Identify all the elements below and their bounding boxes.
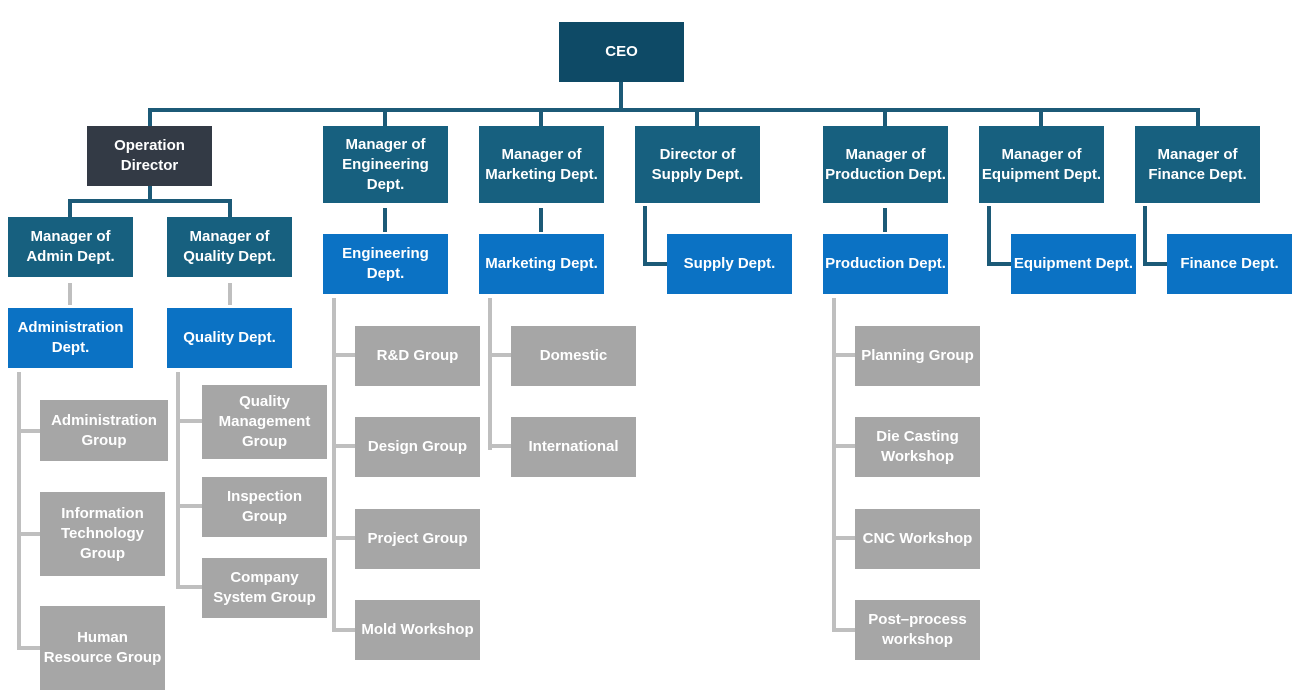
production-group-node[interactable]: Die Casting Workshop: [855, 417, 980, 477]
connector-line: [987, 206, 991, 266]
supply-dept-node[interactable]: Supply Dept.: [667, 234, 792, 294]
admin-group-node[interactable]: Administration Group: [40, 400, 168, 461]
production-group-node[interactable]: CNC Workshop: [855, 509, 980, 569]
finance-manager-node[interactable]: Manager of Finance Dept.: [1135, 126, 1260, 203]
connector-line: [332, 353, 355, 357]
connector-line: [832, 536, 855, 540]
connector-line: [332, 628, 355, 632]
connector-line: [176, 585, 202, 589]
connector-line: [228, 283, 232, 305]
connector-line: [488, 444, 511, 448]
connector-line: [383, 108, 387, 126]
connector-line: [17, 646, 40, 650]
admin-dept-node[interactable]: Administration Dept.: [8, 308, 133, 368]
engineering-manager-node[interactable]: Manager of Engineering Dept.: [323, 126, 448, 203]
supply-director-node[interactable]: Director of Supply Dept.: [635, 126, 760, 203]
connector-line: [17, 532, 40, 536]
connector-line: [883, 208, 887, 232]
engineering-group-node[interactable]: Project Group: [355, 509, 480, 569]
connector-line: [488, 353, 511, 357]
connector-line: [539, 208, 543, 232]
quality-manager-node[interactable]: Manager of Quality Dept.: [167, 217, 292, 277]
connector-line: [68, 199, 72, 217]
marketing-dept-node[interactable]: Marketing Dept.: [479, 234, 604, 294]
equipment-manager-node[interactable]: Manager of Equipment Dept.: [979, 126, 1104, 203]
production-manager-node[interactable]: Manager of Production Dept.: [823, 126, 948, 203]
connector-line: [383, 208, 387, 232]
connector-line: [488, 298, 492, 450]
operation-director-node[interactable]: Operation Director: [87, 126, 212, 186]
marketing-manager-node[interactable]: Manager of Marketing Dept.: [479, 126, 604, 203]
connector-line: [228, 199, 232, 217]
admin-group-node[interactable]: Information Technology Group: [40, 492, 165, 576]
connector-line: [883, 108, 887, 126]
production-group-node[interactable]: Post–process workshop: [855, 600, 980, 660]
engineering-group-node[interactable]: Design Group: [355, 417, 480, 477]
connector-line: [332, 536, 355, 540]
connector-line: [987, 262, 1011, 266]
connector-line: [695, 108, 699, 126]
marketing-group-node[interactable]: Domestic: [511, 326, 636, 386]
connector-line: [539, 108, 543, 126]
connector-line: [176, 504, 202, 508]
connector-line: [148, 108, 1200, 112]
admin-manager-node[interactable]: Manager of Admin Dept.: [8, 217, 133, 277]
connector-line: [17, 429, 40, 433]
engineering-group-node[interactable]: Mold Workshop: [355, 600, 480, 660]
ceo-node[interactable]: CEO: [559, 22, 684, 82]
connector-line: [619, 82, 623, 110]
connector-line: [832, 444, 855, 448]
connector-line: [1039, 108, 1043, 126]
connector-line: [176, 372, 180, 589]
quality-group-node[interactable]: Inspection Group: [202, 477, 327, 537]
connector-line: [332, 298, 336, 632]
connector-line: [832, 353, 855, 357]
connector-line: [148, 186, 152, 200]
connector-line: [1143, 206, 1147, 266]
connector-line: [176, 419, 202, 423]
engineering-dept-node[interactable]: Engineering Dept.: [323, 234, 448, 294]
marketing-group-node[interactable]: International: [511, 417, 636, 477]
connector-line: [832, 628, 855, 632]
connector-line: [68, 199, 232, 203]
admin-group-node[interactable]: Human Resource Group: [40, 606, 165, 690]
production-dept-node[interactable]: Production Dept.: [823, 234, 948, 294]
connector-line: [332, 444, 355, 448]
quality-dept-node[interactable]: Quality Dept.: [167, 308, 292, 368]
quality-group-node[interactable]: Company System Group: [202, 558, 327, 618]
quality-group-node[interactable]: Quality Management Group: [202, 385, 327, 459]
connector-line: [643, 262, 667, 266]
finance-dept-node[interactable]: Finance Dept.: [1167, 234, 1292, 294]
connector-line: [1143, 262, 1167, 266]
engineering-group-node[interactable]: R&D Group: [355, 326, 480, 386]
connector-line: [148, 108, 152, 126]
production-group-node[interactable]: Planning Group: [855, 326, 980, 386]
connector-line: [17, 372, 21, 650]
equipment-dept-node[interactable]: Equipment Dept.: [1011, 234, 1136, 294]
connector-line: [1196, 108, 1200, 126]
connector-line: [643, 206, 647, 266]
connector-line: [68, 283, 72, 305]
connector-line: [832, 298, 836, 632]
